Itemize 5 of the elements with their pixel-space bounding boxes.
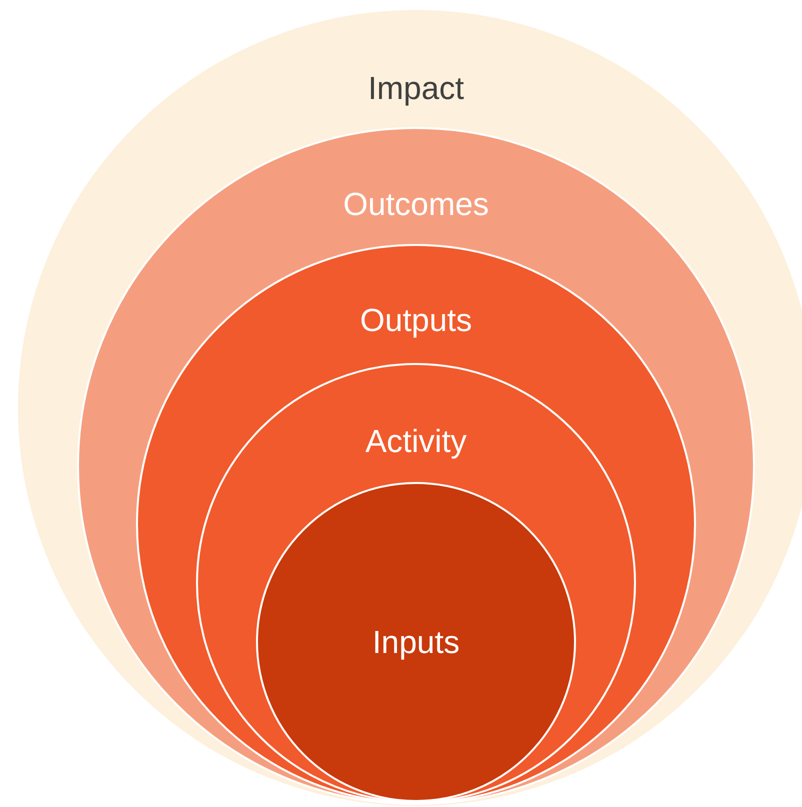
circle-label: Outcomes: [343, 185, 489, 223]
circle-label: Activity: [365, 422, 467, 460]
circle-label: Impact: [368, 69, 464, 107]
circle-label: Outputs: [360, 301, 472, 339]
circle-label: Inputs: [372, 623, 460, 661]
